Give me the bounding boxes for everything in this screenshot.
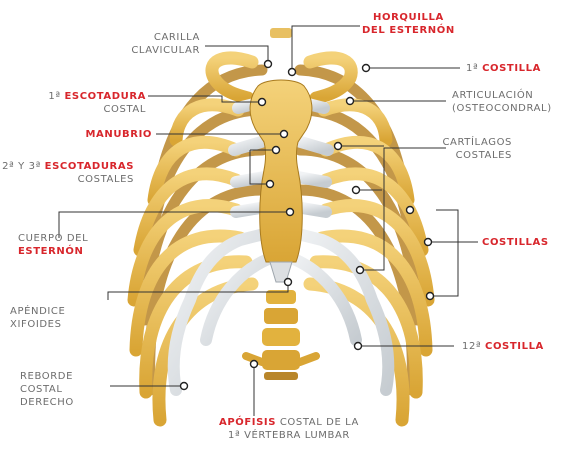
leader-lines <box>58 25 478 416</box>
dot-cartilago-upper <box>333 141 343 151</box>
label-reborde-l1: REBORDE <box>20 371 73 382</box>
dot-escotadura2 <box>271 145 281 155</box>
label-cartilagos: CARTÍLAGOS COSTALES <box>430 136 512 162</box>
label-apendice-l1: APÉNDICE <box>10 306 66 317</box>
label-articulacion: ARTICULACIÓN (OSTEOCONDRAL) <box>452 89 552 115</box>
dot-articulacion <box>345 96 355 106</box>
label-escotadura1-hl: ESCOTADURA <box>64 91 146 102</box>
label-apendice: APÉNDICE XIFOIDES <box>10 305 65 331</box>
label-escotadura1-pre: 1ª <box>48 91 65 102</box>
dot-apofisis <box>249 359 259 369</box>
label-horquilla-l2: DEL ESTERNÓN <box>362 25 455 36</box>
dot-carilla <box>263 59 273 69</box>
label-manubrio-hl: MANUBRIO <box>85 129 152 140</box>
label-articulacion-l2: (OSTEOCONDRAL) <box>452 103 552 114</box>
label-escotadura1-l2: COSTAL <box>103 104 146 115</box>
sternum <box>249 79 313 283</box>
label-horquilla: HORQUILLA DEL ESTERNÓN <box>362 11 455 37</box>
label-costilla12-pre: 12ª <box>462 341 486 352</box>
label-apofisis: APÓFISIS COSTAL DE LA 1ª VÉRTEBRA LUMBAR <box>214 416 364 442</box>
vertebral-column <box>242 28 320 380</box>
label-escotaduras23-pre: 2ª Y 3ª <box>2 161 45 172</box>
label-horquilla-l1: HORQUILLA <box>373 12 444 23</box>
dot-costilla-c <box>425 291 435 301</box>
dot-costilla12 <box>353 341 363 351</box>
dot-costilla-b <box>423 237 433 247</box>
dot-manubrio <box>279 129 289 139</box>
label-articulacion-l1: ARTICULACIÓN <box>452 90 534 101</box>
label-costilla1-pre: 1ª <box>466 63 483 74</box>
label-escotaduras23: 2ª Y 3ª ESCOTADURAS COSTALES <box>2 160 134 186</box>
label-costilla12: 12ª COSTILLA <box>462 340 544 353</box>
label-reborde-l3: DERECHO <box>20 397 74 408</box>
label-carilla-l2: CLAVICULAR <box>131 45 200 56</box>
label-apendice-l2: XIFOIDES <box>10 319 62 330</box>
label-escotaduras23-l2: COSTALES <box>77 174 134 185</box>
label-costillas: COSTILLAS <box>482 236 549 249</box>
dot-horquilla <box>287 67 297 77</box>
dot-reborde <box>179 381 189 391</box>
label-apofisis-l2: 1ª VÉRTEBRA LUMBAR <box>228 430 350 441</box>
callout-dots <box>179 59 435 391</box>
label-cuerpo: CUERPO DEL ESTERNÓN <box>18 232 88 258</box>
dot-cartilago-mid <box>351 185 361 195</box>
label-cartilagos-l1: CARTÍLAGOS <box>442 137 512 148</box>
label-reborde: REBORDE COSTAL DERECHO <box>20 370 74 409</box>
label-costillas-hl: COSTILLAS <box>482 237 549 248</box>
label-apofisis-hl: APÓFISIS <box>219 417 277 428</box>
dot-escotadura1 <box>257 97 267 107</box>
dot-escotadura3 <box>265 179 275 189</box>
label-apofisis-post: COSTAL DE LA <box>276 417 359 428</box>
label-carilla: CARILLA CLAVICULAR <box>120 31 200 57</box>
dot-costilla1 <box>361 63 371 73</box>
dot-cartilago-low <box>355 265 365 275</box>
label-costilla12-hl: COSTILLA <box>485 341 544 352</box>
dot-apendice <box>283 277 293 287</box>
label-costilla1: 1ª COSTILLA <box>466 62 541 75</box>
label-escotaduras23-hl: ESCOTADURAS <box>44 161 134 172</box>
label-cartilagos-l2: COSTALES <box>455 150 512 161</box>
label-manubrio: MANUBRIO <box>40 128 152 141</box>
dot-costilla-a <box>405 205 415 215</box>
dot-cuerpo <box>285 207 295 217</box>
label-cuerpo-l1: CUERPO DEL <box>18 233 89 244</box>
anterior-ribs-left <box>127 51 259 427</box>
label-reborde-l2: COSTAL <box>20 384 63 395</box>
label-carilla-l1: CARILLA <box>153 32 200 43</box>
label-costilla1-hl: COSTILLA <box>482 63 541 74</box>
label-escotadura1: 1ª ESCOTADURA COSTAL <box>40 90 146 116</box>
label-cuerpo-hl: ESTERNÓN <box>18 246 84 257</box>
